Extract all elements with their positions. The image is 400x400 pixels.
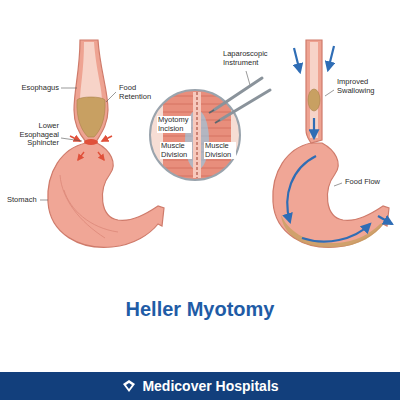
- anatomy-label: Improved Swallowing: [336, 78, 394, 95]
- diagram-title: Heller Myotomy: [0, 298, 400, 321]
- anatomy-label: Laparoscopic Instrument: [222, 50, 284, 67]
- anatomy-label: Lower Esophageal Sphincter: [4, 122, 60, 148]
- anatomy-label: Muscle Division: [160, 142, 192, 159]
- anatomy-label: Myotomy Incision: [157, 116, 191, 133]
- brand-logo: [121, 378, 137, 394]
- footer-band: Medicover Hospitals: [0, 372, 400, 400]
- anatomy-label: Food Retention: [118, 84, 160, 101]
- myotomy-inset: [148, 78, 270, 182]
- anatomy-label: Muscle Division: [204, 142, 236, 159]
- anatomy-label: Food Flow: [344, 178, 392, 187]
- achalasia-anatomy: [48, 40, 164, 247]
- brand-name: Medicover Hospitals: [142, 378, 278, 394]
- anatomy-label: Stomach: [6, 196, 40, 205]
- anatomy-label: Esophagus: [8, 84, 60, 93]
- treated-anatomy: [273, 40, 392, 247]
